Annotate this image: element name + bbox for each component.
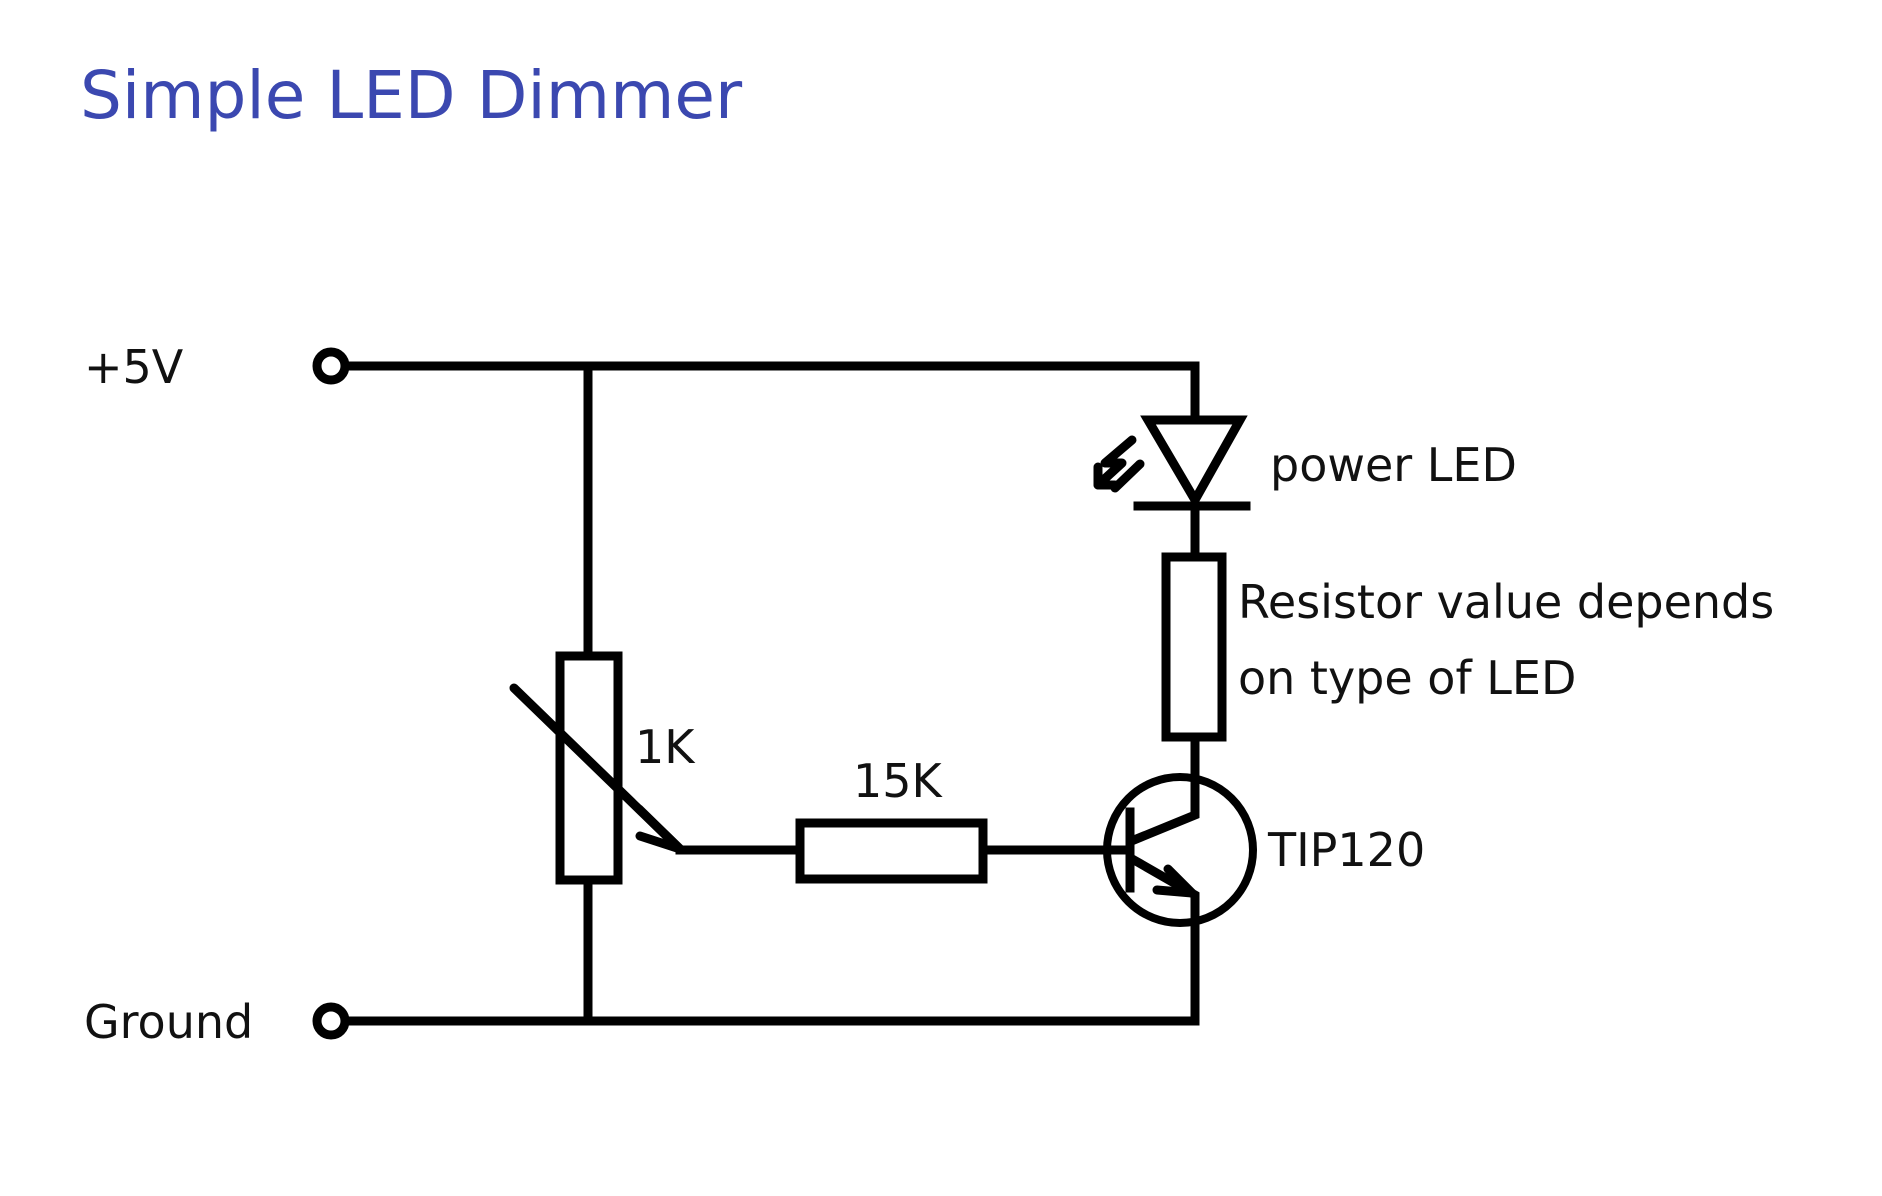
base-resistor-body: [795, 818, 988, 884]
led-resistor-body: [1161, 552, 1227, 742]
supply-label: +5V: [84, 340, 184, 394]
led-resistor-note-line2: on type of LED: [1238, 651, 1576, 705]
emission-arrowhead-1: [1093, 462, 1120, 490]
wiper-arrowhead-icon: [634, 804, 685, 854]
base-resistor: 15K: [795, 754, 988, 884]
potentiometer-label: 1K: [635, 720, 696, 774]
transistor: TIP120: [1103, 773, 1425, 1026]
potentiometer-body: [555, 651, 623, 885]
led-label: power LED: [1270, 438, 1517, 492]
emitter-arrow-icon: [1152, 864, 1197, 898]
emission-arrow-2: [1110, 459, 1145, 493]
potentiometer: 1K: [509, 361, 696, 1026]
transistor-label: TIP120: [1267, 823, 1425, 877]
ground-label: Ground: [84, 995, 253, 1049]
transistor-collector: [1128, 775, 1200, 846]
led-triangle-icon: [1140, 415, 1248, 510]
led-resistor: Resistor value depends on type of LED: [1161, 552, 1774, 795]
led-resistor-note-line1: Resistor value depends: [1238, 575, 1774, 629]
ground-rail: [312, 1002, 1200, 1040]
base-resistor-label: 15K: [853, 754, 944, 808]
emission-arrow-1: [1093, 435, 1137, 490]
power-led: power LED: [1093, 361, 1517, 562]
light-emission-icon: [1093, 435, 1145, 493]
supply-rail: [312, 347, 1200, 385]
transistor-circle: [1103, 773, 1257, 927]
page-title: Simple LED Dimmer: [80, 57, 743, 134]
